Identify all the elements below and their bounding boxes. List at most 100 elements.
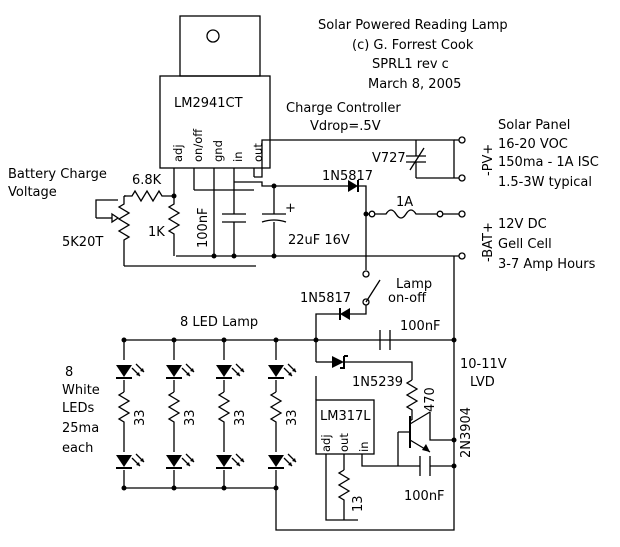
lvd-label-1: 10-11V [460,357,507,372]
reg-pin-adj: adj [171,144,185,162]
reg-pin-gnd: gnd [211,140,225,162]
title-line-2: (c) G. Forrest Cook [352,38,474,53]
title-block: Solar Powered Reading Lamp (c) G. Forres… [318,18,508,92]
controller-title: Charge Controller [286,101,401,116]
c-22uf-plus: + [285,201,296,216]
battery-terminals: -BAT+ 12V DC Gell Cell 3-7 Amp Hours [453,210,596,490]
regulator-body [159,75,271,169]
led-2a-ray-tips [186,368,194,376]
diode-1n5817-lamp: 1N5817 [300,291,351,362]
title-line-3: SPRL1 rev c [372,57,449,72]
resistor-33-label-2: 33 [183,409,198,426]
transistor-emitter-lead [429,412,454,441]
pv-line-3: 150ma - 1A ISC [498,155,599,170]
junction-in [271,183,277,189]
lm317-pin-out: out [337,433,351,452]
pv-line-4: 1.5-3W typical [498,175,592,190]
title-line-1: Solar Powered Reading Lamp [318,18,508,33]
charge-voltage-label-1: Battery Charge [8,167,107,182]
d2-lead [315,313,340,362]
diode-1n5817-charge: 1N5817 [322,169,373,214]
resistor-33-col-3 [217,391,231,440]
resistor-33-label-3: 33 [233,409,248,426]
junction-adj [171,193,177,199]
resistor-33-label-1: 33 [133,409,148,426]
lvd-cap-label: 100nF [404,489,445,504]
pot-label: 5K20T [62,235,103,250]
bat-term-wires [454,213,459,257]
rails [176,139,455,259]
regulator-tab [179,15,261,77]
resistor-470 [405,379,419,420]
potentiometer [117,196,131,266]
switch-contact-top [362,270,370,278]
led-4a-ray-tips [288,368,296,376]
junction-lvd-gnd [451,437,457,443]
regulator-mount-hole [206,29,220,43]
lvd-label-2: LVD [470,375,495,390]
resistor-33-col-4 [269,391,283,440]
zener-bar [340,355,348,369]
junction-gnd-2 [231,253,237,259]
led-col-4-bottom-junction [273,485,279,491]
regulator-lm317l: LM317L adj out in 13 [315,376,398,521]
zener-label: 1N5239 [352,375,403,390]
led-3b-ray-tips [236,458,244,466]
pv-line-2: 16-20 VOC [498,137,568,152]
r-6k8-label: 6.8K [132,173,162,188]
fuse-label: 1A [396,195,413,210]
d1-label: 1N5817 [322,169,373,184]
junction-gnd-3 [271,253,277,259]
solar-input: V727 -PV+ Solar Panel 16-20 VOC 150ma - … [372,118,599,190]
cap-100nf [222,182,246,256]
leds-label-3: LEDs [62,401,94,416]
led-2b-triangle [166,455,182,467]
out-rail [254,139,455,178]
pv-line-1: Solar Panel [498,118,570,133]
resistor-13 [337,469,351,520]
led-col-2-bottom-junction [171,485,177,491]
lm317-body [315,399,375,455]
switch-label-1: Lamp [396,277,432,292]
junction-lamp-rail [313,337,319,343]
regulator-part-label: LM2941CT [174,96,243,111]
pv-plus-terminal [458,136,466,144]
led-2a-triangle [166,365,182,377]
varistor-v727 [406,140,426,178]
led-col-1-bottom-junction [121,485,127,491]
lm317-pin-in: in [357,442,371,452]
resistor-33-label-4: 33 [285,409,300,426]
lm317-in-wire [361,454,398,467]
fuse-node-l [368,210,376,218]
led-3b-triangle [216,455,232,467]
reg-pin-onoff: on/off [191,128,205,162]
r-1k-label: 1K [148,225,165,240]
title-line-4: March 8, 2005 [368,77,461,92]
charge-voltage-section: Battery Charge Voltage 5K20T 6.8K 1K 100… [8,167,350,267]
pv-terminal-label: -PV+ [481,144,496,176]
led-return [275,488,455,531]
resistor-1k [167,196,181,256]
resistor-33-col-1 [117,391,131,440]
led-3a-triangle [216,365,232,377]
transistor-base [398,419,412,433]
fuse-1a [366,209,454,219]
cap-lvd [398,456,454,476]
pot-wiper-arrow [111,212,120,224]
d2-triangle [340,308,350,320]
transistor-emitter-arrow [422,444,430,452]
leds-label-5: each [62,441,93,456]
led-4a-triangle [268,365,284,377]
r-470-label: 470 [423,387,438,412]
c-22uf-label: 22uF 16V [288,233,350,248]
led-1b-ray-tips [136,458,144,466]
switch-label-2: on-off [388,291,427,306]
charge-voltage-label-2: Voltage [8,185,57,200]
lamp-switch: Lamp on-off [350,270,432,315]
led-1b-triangle [116,455,132,467]
lm317-part-label: LM317L [320,409,371,424]
resistor-33-col-2 [167,391,181,440]
pot-wiper-link [95,199,118,218]
